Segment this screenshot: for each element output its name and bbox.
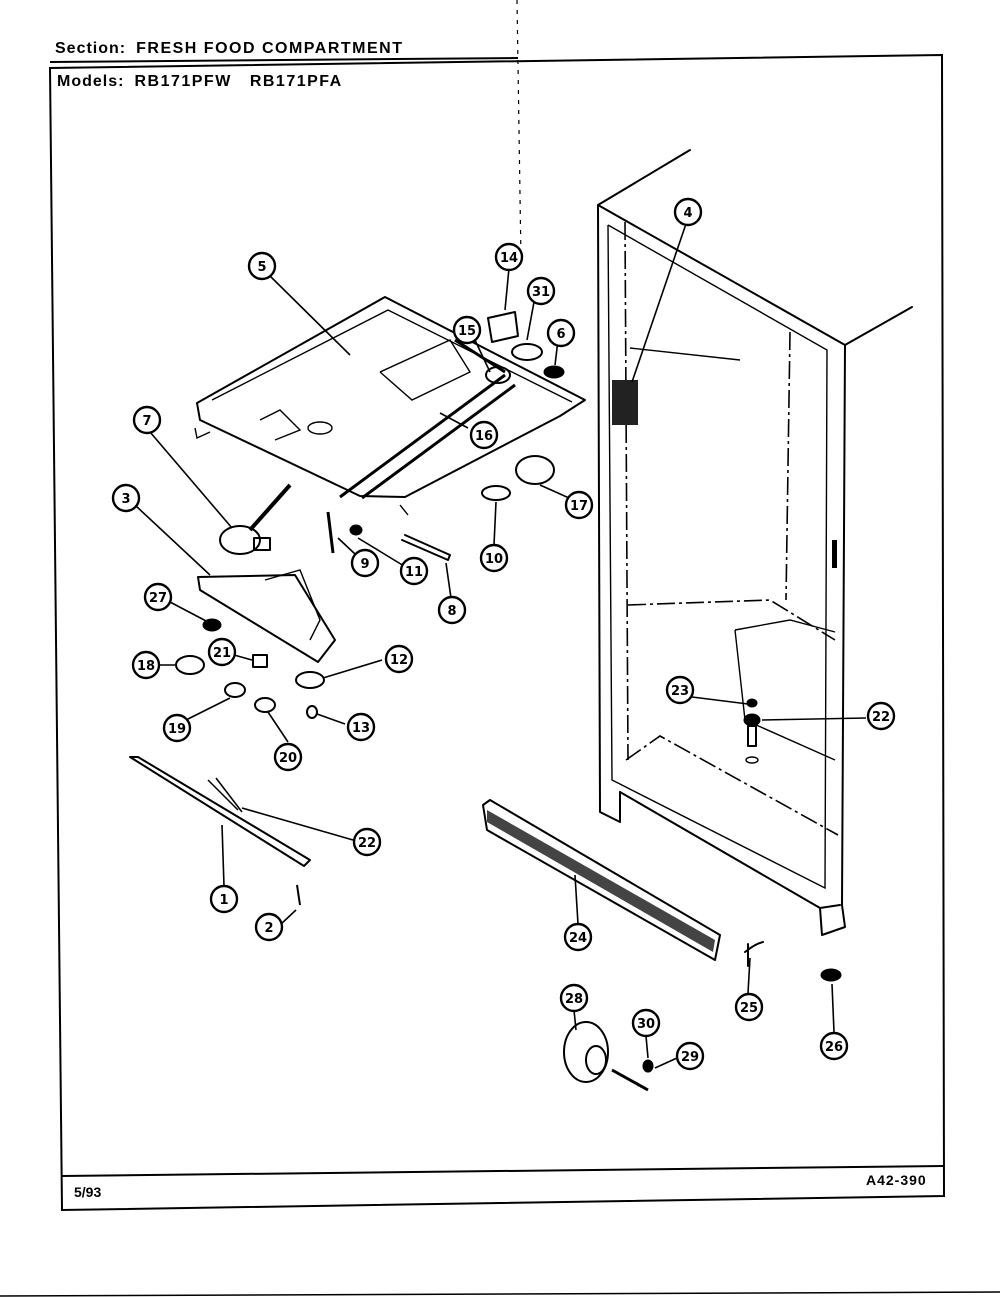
callout-20: 20 — [273, 742, 303, 772]
svg-text:5: 5 — [257, 260, 266, 275]
callout-18: 18 — [131, 650, 161, 680]
callout-23: 23 — [665, 675, 695, 705]
callout-31: 31 — [526, 276, 556, 306]
svg-text:21: 21 — [213, 646, 231, 661]
callout-30: 30 — [631, 1008, 661, 1038]
svg-text:14: 14 — [500, 251, 518, 266]
section-label: Section: — [55, 40, 127, 57]
callout-13: 13 — [346, 712, 376, 742]
svg-text:20: 20 — [279, 751, 297, 766]
svg-text:18: 18 — [137, 659, 155, 674]
small-hardware — [326, 511, 451, 561]
callout-28: 28 — [559, 983, 589, 1013]
svg-text:15: 15 — [458, 324, 476, 339]
callout-2: 2 — [254, 912, 284, 942]
callout-21: 21 — [207, 637, 237, 667]
leveler-and-rollers — [563, 698, 842, 1092]
svg-text:3: 3 — [121, 492, 130, 507]
svg-text:22: 22 — [872, 710, 890, 725]
svg-text:24: 24 — [569, 931, 587, 946]
svg-text:25: 25 — [740, 1001, 758, 1016]
footer-date: 5/93 — [74, 1184, 102, 1200]
svg-text:16: 16 — [475, 429, 493, 444]
svg-text:29: 29 — [681, 1050, 699, 1065]
svg-text:27: 27 — [149, 591, 167, 606]
callout-22-leveler: 22 — [866, 701, 896, 731]
callout-11: 11 — [399, 556, 429, 586]
section-header: Section: FRESH FOOD COMPARTMENT — [55, 40, 403, 58]
svg-text:17: 17 — [570, 499, 588, 514]
callout-16: 16 — [469, 420, 499, 450]
toe-grille — [482, 799, 721, 961]
model-1: RB171PFW — [134, 73, 232, 90]
callout-9: 9 — [350, 548, 380, 578]
callout-6: 6 — [546, 318, 576, 348]
svg-text:11: 11 — [405, 565, 423, 580]
svg-text:19: 19 — [168, 722, 186, 737]
model-2: RB171PFA — [249, 73, 343, 90]
cabinet-liner — [597, 149, 913, 936]
svg-text:8: 8 — [447, 604, 456, 619]
svg-text:23: 23 — [671, 684, 689, 699]
callout-17: 17 — [564, 490, 594, 520]
callout-14: 14 — [494, 242, 524, 272]
section-value: FRESH FOOD COMPARTMENT — [136, 40, 404, 57]
callout-22-wires: 22 — [352, 827, 382, 857]
callout-3: 3 — [111, 483, 141, 513]
leader-lines — [135, 217, 867, 1069]
svg-text:12: 12 — [390, 653, 408, 668]
callout-8: 8 — [437, 595, 467, 625]
evaporator-cover — [194, 296, 586, 516]
svg-text:9: 9 — [360, 557, 369, 572]
callout-24: 24 — [563, 922, 593, 952]
svg-text:31: 31 — [532, 285, 550, 300]
svg-text:6: 6 — [556, 327, 565, 342]
callout-10: 10 — [479, 543, 509, 573]
callout-19: 19 — [162, 713, 192, 743]
svg-text:7: 7 — [142, 414, 151, 429]
callout-1: 1 — [209, 884, 239, 914]
callout-15: 15 — [452, 315, 482, 345]
control-parts-top — [481, 311, 565, 501]
callout-12: 12 — [384, 644, 414, 674]
callout-26: 26 — [819, 1031, 849, 1061]
svg-text:28: 28 — [565, 992, 583, 1007]
svg-text:10: 10 — [485, 552, 503, 567]
footer-code: A42-390 — [866, 1172, 927, 1188]
svg-text:1: 1 — [219, 893, 228, 908]
svg-text:30: 30 — [637, 1017, 655, 1032]
callout-29: 29 — [675, 1041, 705, 1071]
control-housing — [175, 483, 336, 719]
svg-text:2: 2 — [264, 921, 273, 936]
svg-text:13: 13 — [352, 721, 370, 736]
callout-4: 4 — [673, 197, 703, 227]
models-label: Models: — [57, 73, 125, 90]
light-bar — [129, 756, 311, 906]
svg-text:4: 4 — [683, 206, 692, 221]
callout-27: 27 — [143, 582, 173, 612]
callout-5: 5 — [247, 251, 277, 281]
callout-7: 7 — [132, 405, 162, 435]
callout-25: 25 — [734, 992, 764, 1022]
svg-text:26: 26 — [825, 1040, 843, 1055]
models-header: Models: RB171PFW RB171PFA — [57, 73, 343, 91]
svg-text:22: 22 — [358, 836, 376, 851]
